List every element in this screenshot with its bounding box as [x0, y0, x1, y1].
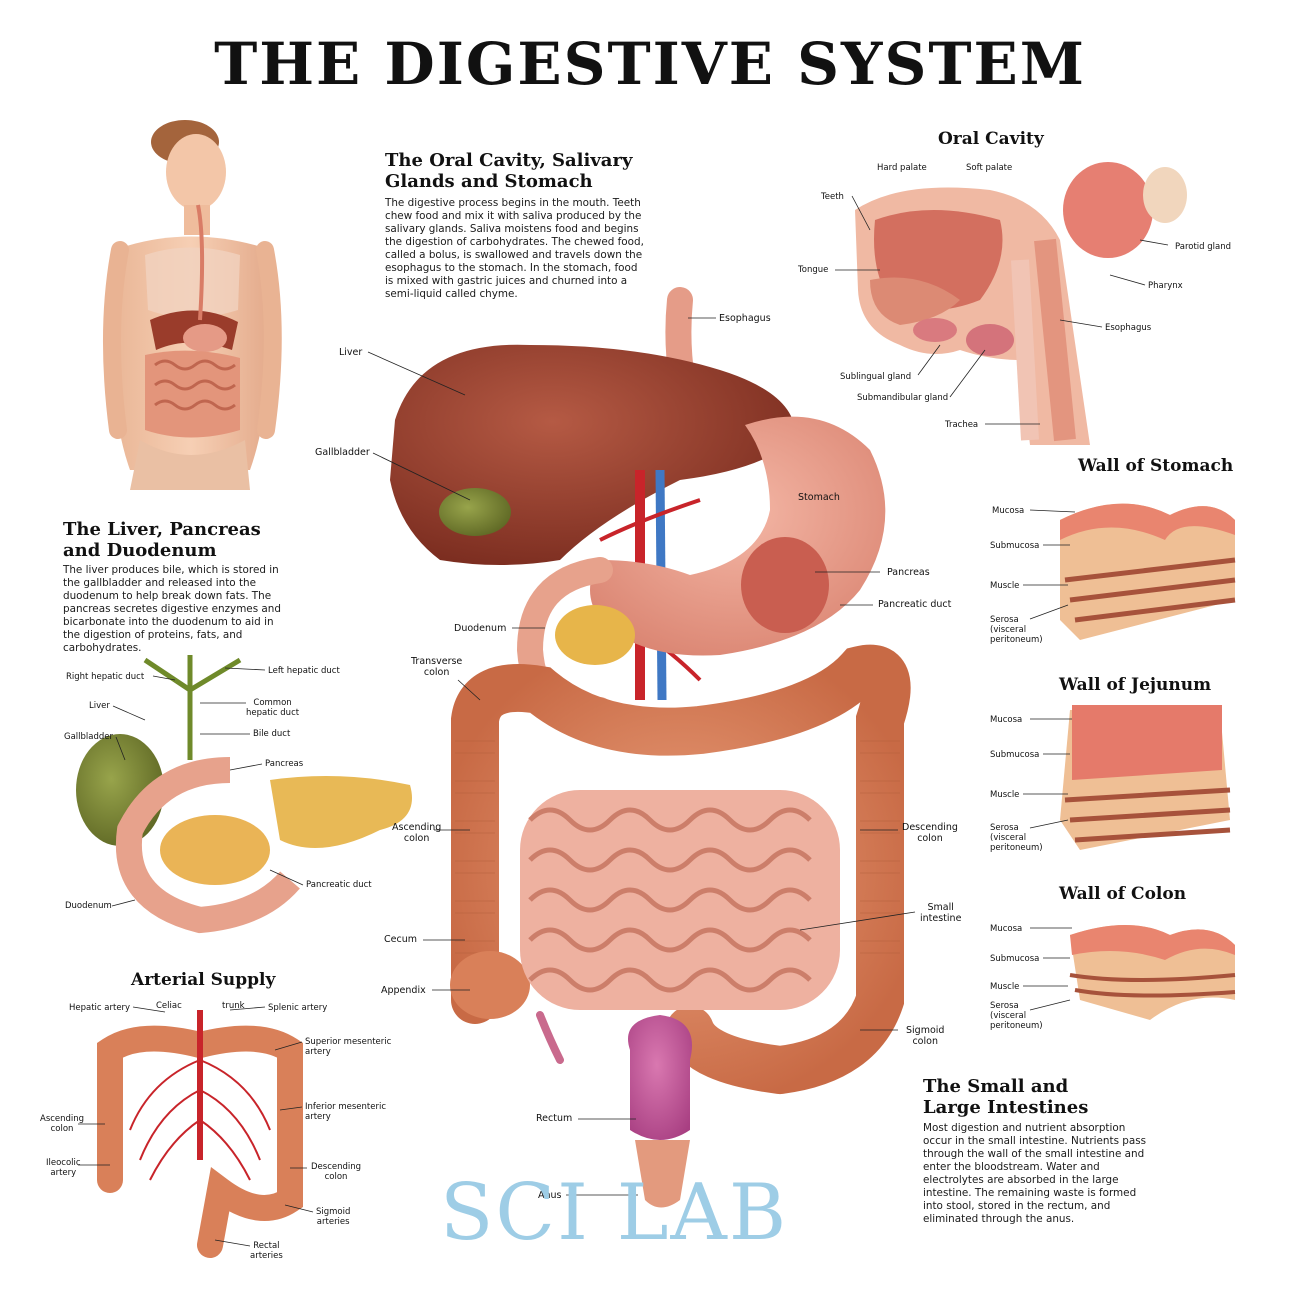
- label-splenic-artery: Splenic artery: [268, 1003, 328, 1013]
- label-detail-liver: Liver: [89, 701, 110, 711]
- oral-section-body: The digestive process begins in the mout…: [385, 197, 644, 300]
- wall-of-colon-block: [1069, 925, 1236, 1020]
- intestines-section-body: Most digestion and nutrient absorption o…: [923, 1122, 1147, 1225]
- small-intestine-organ: [520, 790, 840, 1010]
- label-colon-muscle: Muscle: [990, 982, 1020, 992]
- wall-stomach-subtitle: Wall of Stomach: [1078, 456, 1234, 476]
- label-parotid-gland: Parotid gland: [1175, 242, 1232, 252]
- label-superior-mesenteric: Superior mesenteric artery: [305, 1037, 392, 1057]
- label-ileocolic-artery: Ileocolic artery: [46, 1158, 81, 1178]
- wall-jejunum-subtitle: Wall of Jejunum: [1059, 675, 1212, 695]
- label-small-intestine: Small intestine: [920, 902, 962, 924]
- label-detail-pancreas: Pancreas: [265, 759, 304, 769]
- label-stomach-muscle: Muscle: [990, 581, 1020, 591]
- liver-pancreas-detail-illustration: [76, 655, 412, 934]
- oral-section-heading: The Oral Cavity, Salivary Glands and Sto…: [385, 150, 633, 192]
- liver-section-heading: The Liver, Pancreas and Duodenum: [63, 519, 261, 561]
- label-right-hepatic-duct: Right hepatic duct: [66, 672, 145, 682]
- watermark-logo: SCI LAB: [440, 1168, 789, 1258]
- label-detail-pancreatic-duct: Pancreatic duct: [306, 880, 372, 890]
- colon-organ: [451, 644, 911, 1095]
- label-jejunum-submucosa: Submucosa: [990, 750, 1040, 760]
- label-detail-duodenum: Duodenum: [65, 901, 112, 911]
- label-submandibular-gland: Submandibular gland: [857, 393, 949, 403]
- label-sigmoid-arteries: Sigmoid arteries: [316, 1207, 351, 1227]
- wall-colon-subtitle: Wall of Colon: [1059, 884, 1187, 904]
- label-stomach: Stomach: [798, 492, 840, 503]
- label-ascending-colon: Ascending colon: [392, 822, 442, 844]
- label-art-descending-colon: Descending colon: [311, 1162, 362, 1182]
- label-stomach-mucosa: Mucosa: [992, 506, 1025, 516]
- female-figure-illustration: [103, 120, 282, 490]
- label-teeth: Teeth: [821, 192, 844, 202]
- oral-cavity-illustration: [855, 162, 1187, 445]
- wall-of-stomach-block: [1060, 503, 1236, 640]
- label-duodenum: Duodenum: [454, 623, 507, 634]
- liver-section-body: The liver produces bile, which is stored…: [63, 564, 281, 654]
- label-trachea: Trachea: [945, 420, 979, 430]
- label-stomach-submucosa: Submucosa: [990, 541, 1040, 551]
- rectum-organ: [628, 1015, 692, 1140]
- label-descending-colon: Descending colon: [902, 822, 958, 844]
- label-hard-palate: Hard palate: [877, 163, 927, 173]
- label-anus: Anus: [538, 1190, 562, 1201]
- label-colon-mucosa: Mucosa: [990, 924, 1023, 934]
- label-esophagus: Esophagus: [719, 313, 771, 324]
- label-rectum: Rectum: [536, 1113, 573, 1124]
- label-bile-duct: Bile duct: [253, 729, 291, 739]
- label-rectal-arteries: Rectal arteries: [250, 1241, 283, 1261]
- label-trunk: trunk: [222, 1001, 245, 1011]
- label-pancreas: Pancreas: [887, 567, 930, 578]
- label-colon-serosa: Serosa (visceral peritoneum): [990, 1001, 1043, 1031]
- intestines-section-heading: The Small and Large Intestines: [923, 1076, 1089, 1118]
- liver-organ: [390, 344, 796, 565]
- label-appendix: Appendix: [381, 985, 426, 996]
- label-oral-esophagus: Esophagus: [1105, 323, 1152, 333]
- label-sublingual-gland: Sublingual gland: [840, 372, 912, 382]
- label-hepatic-artery: Hepatic artery: [69, 1003, 131, 1013]
- label-pharynx: Pharynx: [1148, 281, 1183, 291]
- arterial-supply-subtitle: Arterial Supply: [131, 970, 276, 990]
- label-cecum: Cecum: [384, 934, 417, 945]
- label-art-ascending-colon: Ascending colon: [40, 1114, 85, 1134]
- pancreas-organ: [555, 605, 635, 665]
- label-gallbladder: Gallbladder: [315, 447, 370, 458]
- label-detail-gallbladder: Gallbladder: [64, 732, 113, 742]
- label-celiac: Celiac: [156, 1001, 182, 1011]
- label-pancreatic-duct: Pancreatic duct: [878, 599, 952, 610]
- poster-title: THE DIGESTIVE SYSTEM: [214, 30, 1086, 98]
- label-soft-palate: Soft palate: [966, 163, 1013, 173]
- wall-of-jejunum-block: [1060, 705, 1231, 850]
- label-jejunum-serosa: Serosa (visceral peritoneum): [990, 823, 1043, 853]
- label-jejunum-muscle: Muscle: [990, 790, 1020, 800]
- gallbladder-organ: [439, 488, 511, 536]
- label-transverse-colon: Transverse colon: [411, 656, 463, 678]
- main-digestive-illustration: [390, 287, 911, 1208]
- leader-lines: [78, 195, 1169, 1247]
- label-common-hepatic-duct: Common hepatic duct: [246, 698, 300, 718]
- label-colon-submucosa: Submucosa: [990, 954, 1040, 964]
- label-stomach-serosa: Serosa (visceral peritoneum): [990, 615, 1043, 645]
- arterial-supply-illustration: [97, 1010, 303, 1258]
- label-liver: Liver: [339, 347, 363, 358]
- label-tongue: Tongue: [798, 265, 829, 275]
- label-jejunum-mucosa: Mucosa: [990, 715, 1023, 725]
- label-left-hepatic-duct: Left hepatic duct: [268, 666, 340, 676]
- oral-cavity-subtitle: Oral Cavity: [938, 129, 1044, 149]
- label-sigmoid-colon: Sigmoid colon: [906, 1025, 945, 1047]
- label-inferior-mesenteric: Inferior mesenteric artery: [305, 1102, 387, 1122]
